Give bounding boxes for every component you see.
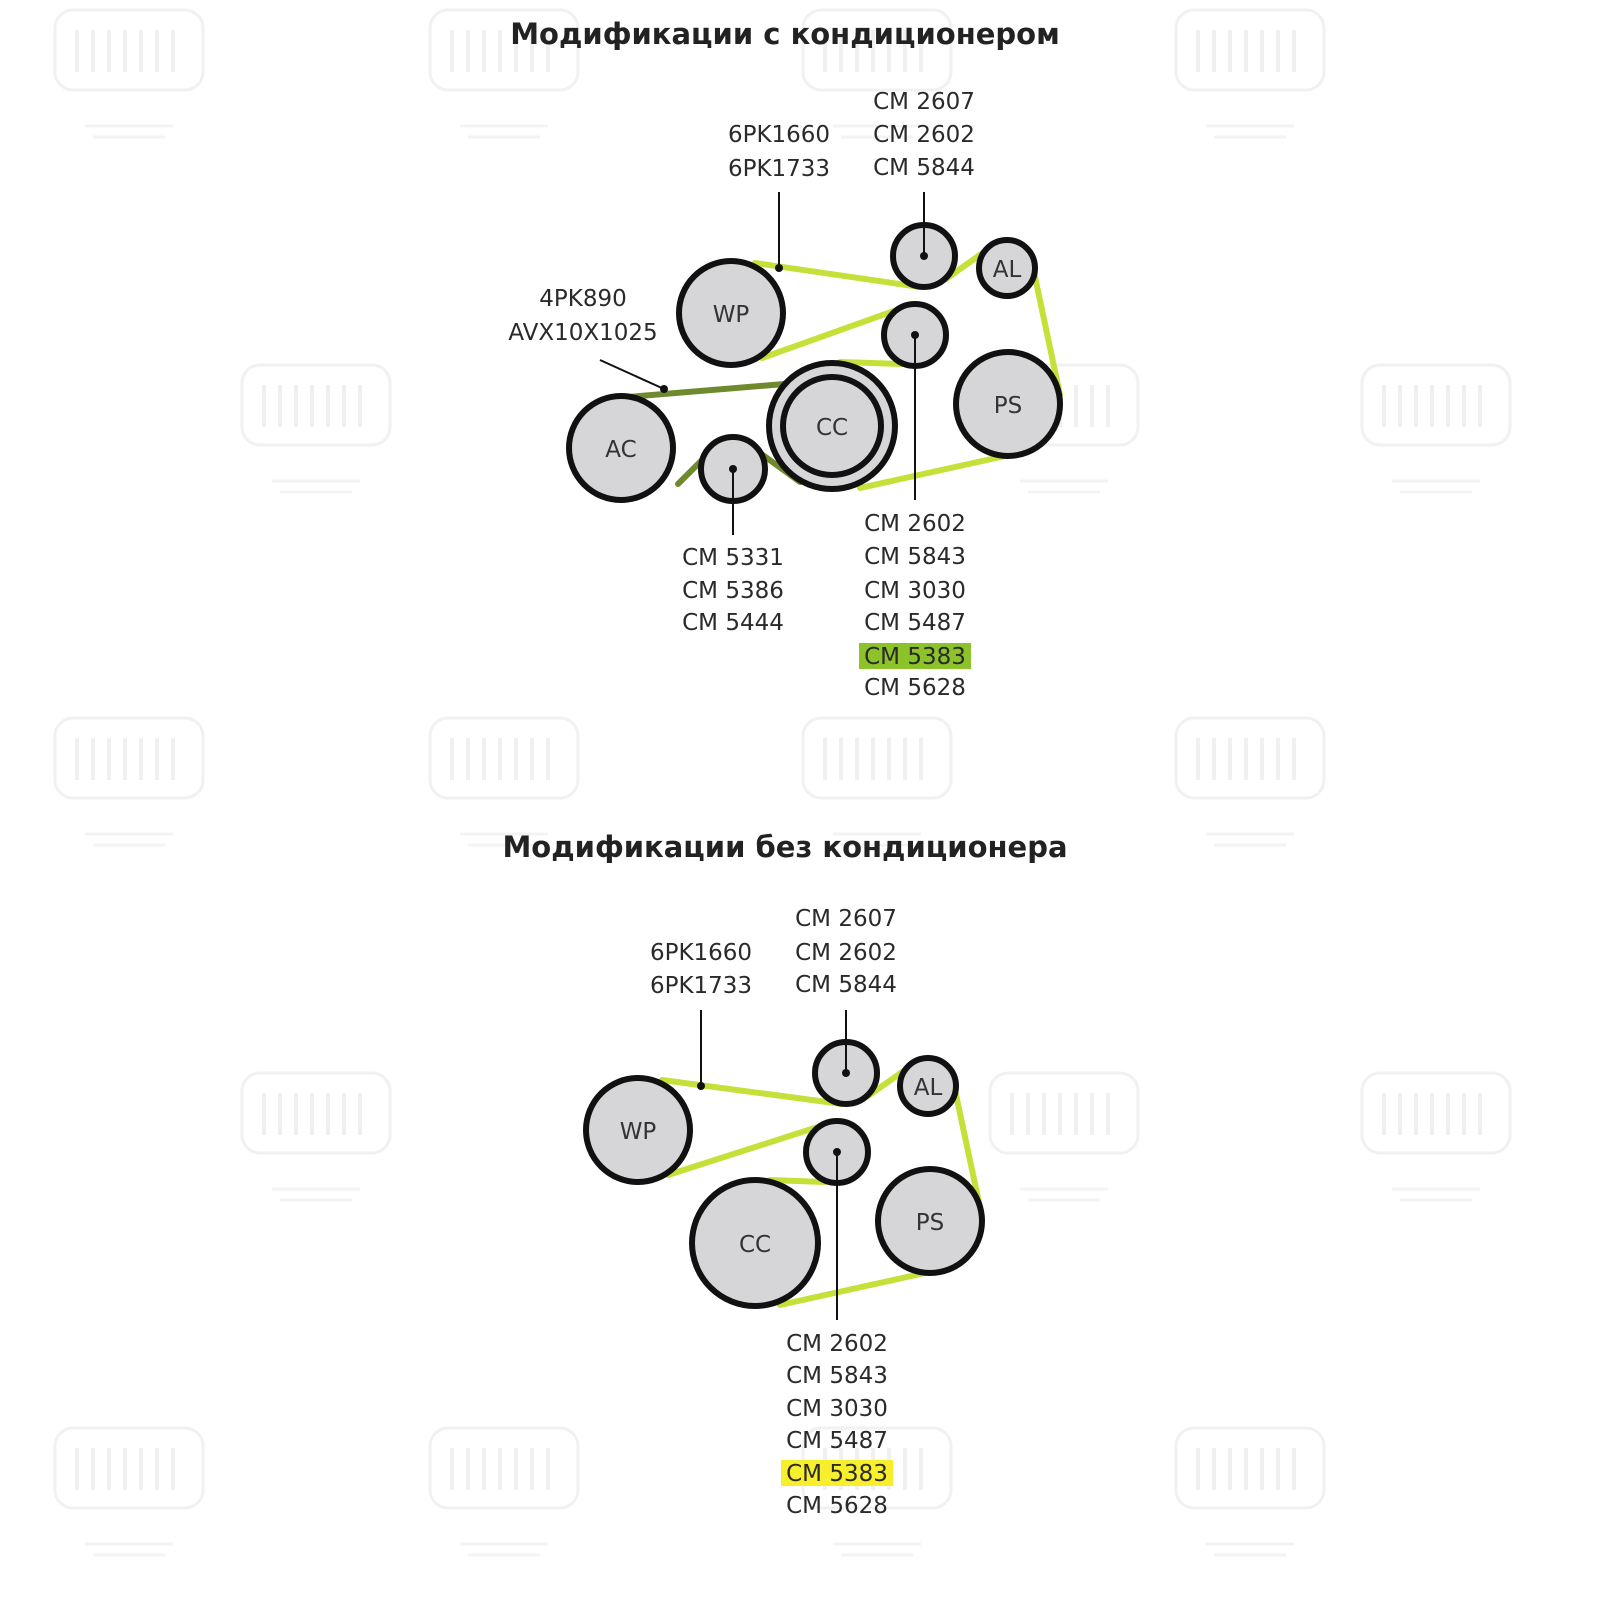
cc-label: CC (816, 415, 848, 441)
part-number: AVX10X1025 (508, 320, 657, 346)
trialli-watermark-logo (1360, 1071, 1512, 1202)
trialli-watermark-logo (53, 8, 205, 139)
part-number: CM 5487 (864, 610, 966, 636)
trialli-watermark-logo (1360, 363, 1512, 494)
cc-label: CC (739, 1232, 771, 1258)
part-number: CM 2607 (795, 906, 897, 932)
part-number: CM 2602 (864, 511, 966, 537)
bottom-diagram: Модификации без кондиционера WP AL PS CC… (502, 830, 1067, 1519)
part-number: CM 3030 (786, 1396, 888, 1422)
crankshaft-pulley-inner (780, 374, 884, 478)
wp-label: WP (713, 302, 750, 328)
wp-label: WP (620, 1119, 657, 1145)
main-belt-segment (767, 1177, 828, 1185)
trialli-watermark-logo (428, 8, 580, 139)
ps-label: PS (994, 393, 1022, 419)
leader-dot (660, 385, 668, 393)
ac-label: AC (605, 437, 636, 463)
part-number: 4PK890 (539, 286, 627, 312)
main-belt-segment (777, 1270, 928, 1308)
part-number: 6PK1660 (728, 122, 830, 148)
trialli-watermark-logo (240, 1071, 392, 1202)
trialli-watermark-logo (428, 1426, 580, 1557)
trialli-watermark-logo (1174, 8, 1326, 139)
main-belt-segment (1031, 269, 1063, 398)
water-pump-pulley (583, 1075, 693, 1185)
trialli-watermark-logo (1174, 1426, 1326, 1557)
part-number: 6PK1733 (650, 973, 752, 999)
alternator-pulley (976, 237, 1038, 299)
leader-dot (920, 252, 928, 260)
part-number: CM 2602 (786, 1331, 888, 1357)
ac-compressor-pulley (566, 393, 676, 503)
main-belt-segment (659, 1077, 845, 1107)
main-belt-segment (857, 453, 1008, 491)
trialli-watermark-logo (53, 716, 205, 847)
power-steering-pulley (953, 349, 1063, 459)
al-label: AL (914, 1075, 943, 1101)
trialli-watermark-logo (53, 1426, 205, 1557)
part-number: CM 2602 (795, 940, 897, 966)
leader-dot (911, 331, 919, 339)
trialli-watermark-logo (801, 716, 953, 847)
leader-dot (729, 465, 737, 473)
ps-label: PS (916, 1210, 944, 1236)
al-label: AL (993, 257, 1022, 283)
crankshaft-pulley (689, 1177, 821, 1309)
part-number: 6PK1660 (650, 940, 752, 966)
alternator-pulley (897, 1055, 959, 1117)
water-pump-pulley (676, 258, 786, 368)
part-number: CM 5844 (873, 155, 975, 181)
watermarks (53, 8, 1512, 1557)
part-number: CM 5628 (786, 1493, 888, 1519)
highlight (781, 1460, 893, 1486)
part-number: CM 5844 (795, 972, 897, 998)
part-number: CM 5444 (682, 610, 784, 636)
main-belt-segment (837, 359, 905, 367)
part-number-highlighted: CM 5383 (786, 1461, 888, 1487)
part-number: CM 5628 (864, 675, 966, 701)
trialli-watermark-logo (801, 8, 953, 139)
part-number: 6PK1733 (728, 156, 830, 182)
trialli-watermark-logo (428, 716, 580, 847)
leader-dot (697, 1082, 705, 1090)
part-number-highlighted: CM 5383 (864, 644, 966, 670)
part-number: CM 2602 (873, 122, 975, 148)
part-number: CM 5331 (682, 545, 784, 571)
highlight (859, 643, 971, 669)
trialli-watermark-logo (1174, 716, 1326, 847)
main-belt-segment (759, 304, 908, 361)
leader-dot (833, 1148, 841, 1156)
main-belt-segment (665, 1121, 830, 1178)
top-title: Модификации с кондиционером (510, 17, 1060, 51)
leader-dot (842, 1069, 850, 1077)
trialli-watermark-logo (240, 363, 392, 494)
part-number: CM 5487 (786, 1428, 888, 1454)
part-number: CM 5386 (682, 578, 784, 604)
part-number: CM 2607 (873, 89, 975, 115)
part-number: CM 5843 (786, 1363, 888, 1389)
part-number: CM 5843 (864, 544, 966, 570)
bottom-title: Модификации без кондиционера (502, 830, 1067, 864)
leader-line (599, 359, 665, 390)
part-number: CM 3030 (864, 578, 966, 604)
leader-dot (775, 264, 783, 272)
top-diagram: Модификации с кондиционером WP AL PS CC … (508, 17, 1063, 701)
trialli-watermark-logo (988, 1071, 1140, 1202)
power-steering-pulley (875, 1166, 985, 1276)
main-belt-segment (952, 1087, 984, 1215)
